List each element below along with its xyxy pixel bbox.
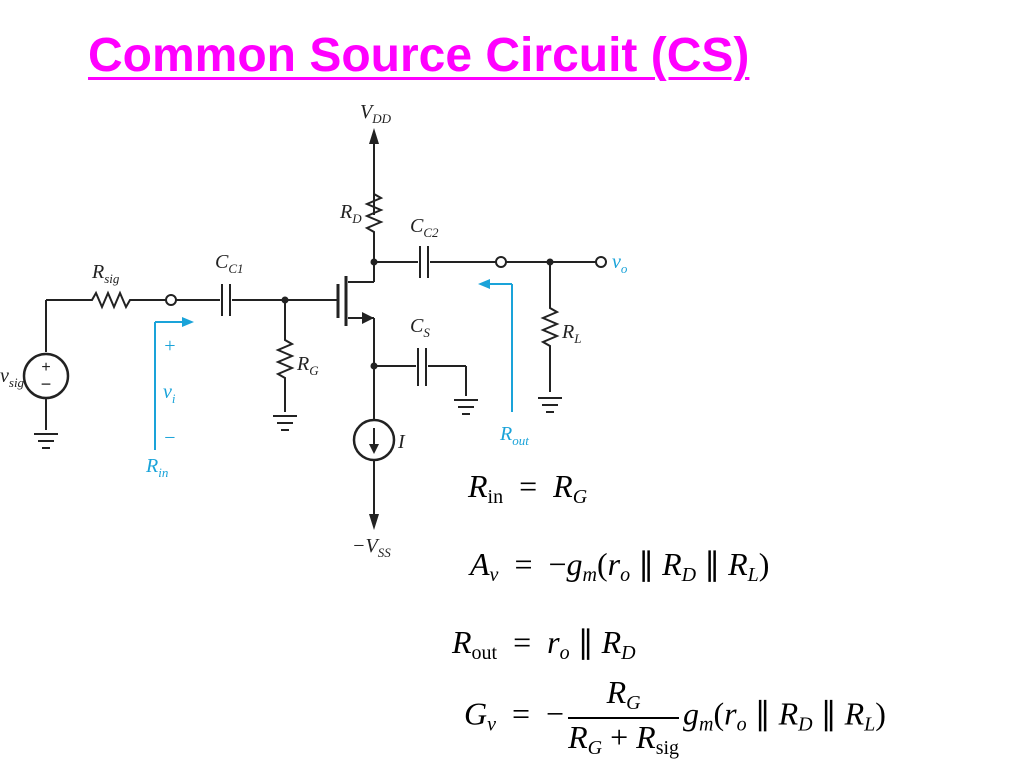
cc2-label: CC2: [410, 215, 439, 240]
vss-arrow-icon: [369, 514, 379, 530]
cc1-label: CC1: [215, 251, 244, 276]
vo-terminal: [595, 256, 607, 268]
slide-title: Common Source Circuit (CS): [88, 29, 750, 82]
rd-label: RD: [339, 201, 362, 226]
equation-rin: Rin = RG RG: [468, 468, 588, 508]
rsig-label: Rsig: [91, 261, 120, 286]
rout-label: Rout: [499, 423, 529, 448]
rl-label: RL: [561, 321, 581, 346]
rsig-resistor: [88, 290, 166, 310]
rl-resistor: [540, 262, 560, 392]
rout-arrow-icon: [478, 279, 490, 289]
vss-label: −VSS: [352, 535, 391, 560]
equation-rout: Rout = ro ∥ RD: [452, 624, 636, 664]
vdd-label: VDD: [360, 101, 392, 126]
rg-resistor: [275, 300, 295, 412]
vi-label: vi: [163, 381, 176, 406]
rin-arrow-icon: [182, 317, 194, 327]
vsig-label: vsig: [0, 365, 25, 390]
vdd-arrow-icon: [369, 128, 379, 144]
rg-label: RG: [296, 353, 319, 378]
vi-minus: −: [163, 427, 177, 449]
current-label: I: [397, 431, 406, 453]
output-terminal-left: [495, 256, 507, 268]
source-arrow-icon: [362, 312, 374, 324]
vsig-plus: +: [41, 359, 50, 376]
vo-label: vo: [612, 251, 628, 276]
rin-label: Rin: [145, 455, 168, 480]
cs-label: CS: [410, 315, 430, 340]
equation-av: Av = −gm(ro ∥ RD ∥ RL): [470, 546, 770, 586]
input-terminal: [165, 294, 177, 306]
vsig-minus: −: [41, 374, 52, 394]
rd-resistor: [364, 190, 384, 262]
vi-plus: +: [163, 335, 177, 357]
